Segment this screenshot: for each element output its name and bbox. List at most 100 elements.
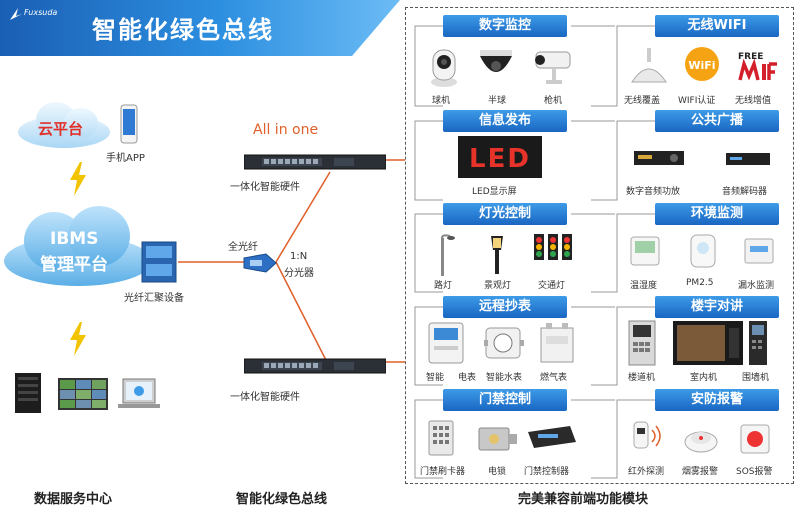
video-wall-icon (58, 378, 108, 410)
module-connectors (414, 25, 655, 479)
item-label: 景观灯 (484, 281, 512, 291)
all-in-one-label: All in one (253, 122, 319, 138)
gas-meter-icon (540, 323, 574, 363)
pm25-sensor-icon (690, 234, 716, 268)
landscape-light-icon (491, 236, 503, 274)
module-building-intercom: 楼宇对讲 (655, 296, 779, 318)
traffic-light-icon (534, 234, 572, 260)
led-screen-icon: LED (458, 136, 542, 178)
laptop-icon (118, 378, 160, 408)
item-label: 楼道机 (628, 373, 656, 383)
module-security-alarm: 安防报警 (655, 389, 779, 411)
item-label: 枪机 (544, 96, 563, 106)
compatible-modules-label: 完美兼容前端功能模块 (518, 492, 649, 507)
ibms-cloud-icon (4, 206, 152, 286)
item-label: 燃气表 (540, 373, 568, 383)
splitter-ratio-label: 1:N (290, 251, 308, 262)
module-wireless-wifi: 无线WIFI (655, 15, 779, 37)
hardware-top-label: 一体化智能硬件 (230, 182, 300, 193)
splitter-icon (243, 253, 277, 273)
water-meter-icon (484, 327, 524, 359)
ibms-label: IBMS (50, 229, 99, 249)
item-label: 门禁刷卡器 (420, 467, 466, 477)
logo-icon (10, 8, 22, 20)
cloud-platform-icon (18, 100, 110, 148)
sos-alarm-icon (740, 424, 770, 454)
item-label: SOS报警 (736, 467, 773, 477)
item-label: 智能水表 (486, 373, 523, 383)
item-label: LED显示屏 (472, 187, 517, 197)
fiber-lines (178, 159, 405, 369)
half-dome-camera-icon (480, 50, 512, 72)
item-label: 半球 (488, 96, 507, 106)
fiber-aggregator-icon (141, 241, 177, 283)
audio-amp-icon (634, 151, 684, 165)
item-label: 围墙机 (742, 373, 770, 383)
fiber-aggregator-label: 光纤汇聚设备 (124, 293, 184, 304)
hardware-bottom-label: 一体化智能硬件 (230, 392, 300, 403)
green-bus-label: 智能化绿色总线 (236, 492, 328, 507)
hardware-top-icon (244, 154, 386, 170)
item-label: 无线增值 (735, 96, 772, 106)
hardware-bottom-icon (244, 358, 386, 374)
module-remote-meter: 远程抄表 (443, 296, 567, 318)
module-access-control: 门禁控制 (443, 389, 567, 411)
led-text: LED (469, 144, 531, 174)
module-panel (405, 7, 794, 484)
item-label: 无线覆盖 (624, 96, 661, 106)
free-wifi-icon: FREE (738, 52, 777, 81)
header-banner (0, 0, 400, 56)
item-label: PM2.5 (686, 278, 714, 288)
lightning-icon (70, 322, 86, 356)
splitter-name-label: 分光器 (284, 268, 314, 279)
item-label: WIFI认证 (678, 96, 716, 106)
module-environment-monitor: 环境监测 (655, 203, 779, 225)
server-rack-icon (15, 373, 41, 413)
module-public-broadcast: 公共广播 (655, 110, 779, 132)
item-label: 烟雾报警 (682, 467, 719, 477)
logo-text: Fuxsuda (24, 8, 58, 17)
smoke-alarm-icon (684, 431, 718, 453)
module-digital-surveillance: 数字监控 (443, 15, 567, 37)
item-label: 路灯 (434, 281, 453, 291)
thermo-hygrometer-icon (630, 236, 660, 266)
item-label: 交通灯 (538, 281, 566, 291)
item-label: 温湿度 (630, 281, 658, 291)
wifi-auth-icon: WiFi (685, 47, 719, 81)
access-controller-icon (528, 426, 576, 448)
item-label: 音频解码器 (722, 187, 768, 197)
module-info-release: 信息发布 (443, 110, 567, 132)
hallway-unit-icon (628, 320, 656, 366)
data-center-label: 数据服务中心 (34, 492, 113, 507)
ibms-platform-label: 管理平台 (40, 255, 108, 275)
item-label: 数字音频功放 (626, 187, 681, 197)
lightning-icon (70, 162, 86, 196)
leak-sensor-icon (744, 238, 774, 264)
phone-icon (120, 104, 138, 144)
item-label: 室内机 (690, 373, 718, 383)
item-label: 球机 (432, 96, 451, 106)
page-title: 智能化绿色总线 (92, 16, 274, 44)
wifi-badge-text: WiFi (688, 59, 715, 72)
item-label: 电锁 (488, 467, 507, 477)
item-label: 门禁控制器 (524, 467, 570, 477)
wall-unit-icon (749, 321, 767, 365)
free-badge-text: FREE (738, 52, 763, 62)
module-lighting-control: 灯光控制 (443, 203, 567, 225)
full-fiber-label: 全光纤 (228, 242, 258, 253)
electric-meter-icon (428, 322, 464, 364)
item-label: 红外探测 (628, 467, 665, 477)
cloud-platform-label: 云平台 (38, 120, 84, 138)
phone-app-label: 手机APP (106, 153, 145, 164)
infrared-detector-icon (633, 421, 661, 449)
street-lamp-icon (441, 234, 455, 276)
item-label: 智能 (426, 373, 445, 383)
item-label: 漏水监测 (738, 281, 775, 291)
wifi-ap-icon (631, 48, 667, 83)
electric-lock-icon (478, 427, 517, 451)
item-label: 电表 (458, 373, 477, 383)
card-reader-icon (428, 420, 454, 456)
bullet-camera-icon (535, 51, 571, 84)
dome-camera-icon (431, 49, 457, 87)
audio-decoder-icon (726, 153, 770, 165)
